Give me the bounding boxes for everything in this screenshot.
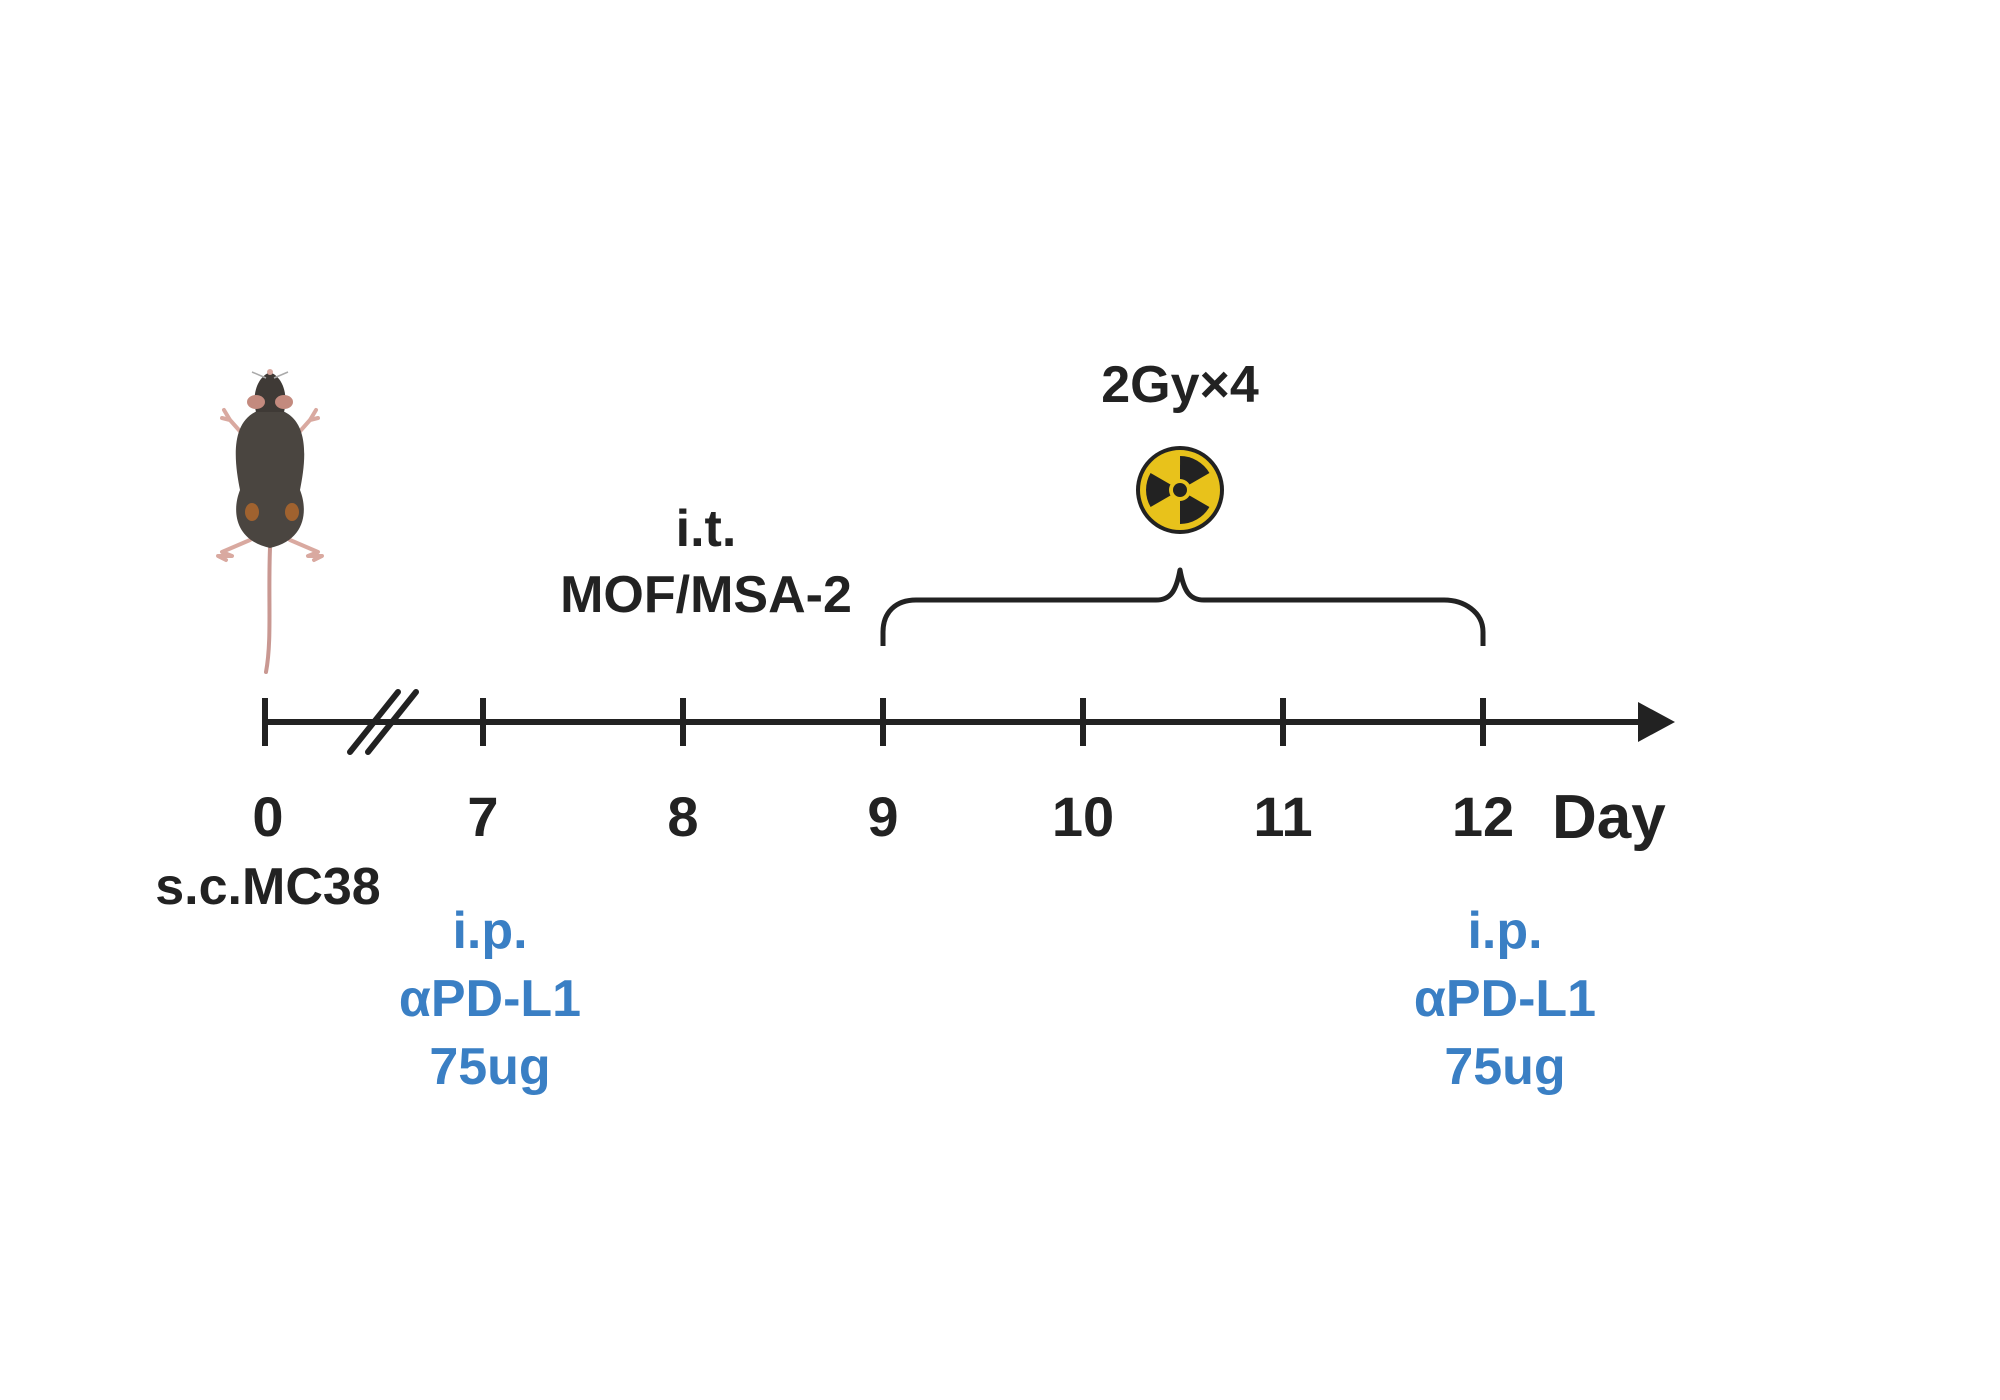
day-label-0: 0 <box>252 785 283 848</box>
axis-break <box>347 689 419 755</box>
day-label-8: 8 <box>667 785 698 848</box>
inoculation-label: s.c.MC38 <box>155 858 380 916</box>
axis-unit-label: Day <box>1552 783 1666 852</box>
intratumoral-route-label: i.t. <box>676 500 737 558</box>
antibody-day7-route: i.p. <box>452 902 527 960</box>
antibody-day12-dose: 75ug <box>1444 1038 1565 1096</box>
day-label-7: 7 <box>467 785 498 848</box>
radiation-dose-label: 2Gy×4 <box>1101 356 1259 414</box>
mouse-icon <box>216 369 324 674</box>
antibody-day12-drug: αPD-L1 <box>1414 970 1596 1028</box>
day-label-9: 9 <box>867 785 898 848</box>
day-label-11: 11 <box>1253 785 1312 848</box>
antibody-day7-drug: αPD-L1 <box>399 970 581 1028</box>
intratumoral-drug-label: MOF/MSA-2 <box>560 566 852 624</box>
antibody-day12-route: i.p. <box>1467 902 1542 960</box>
radiation-period-brace <box>880 567 1486 646</box>
radiation-icon <box>1136 446 1224 534</box>
day-label-10: 10 <box>1052 785 1114 848</box>
timeline-arrowhead <box>1638 702 1675 742</box>
day-label-12: 12 <box>1452 785 1514 848</box>
antibody-day7-dose: 75ug <box>429 1038 550 1096</box>
